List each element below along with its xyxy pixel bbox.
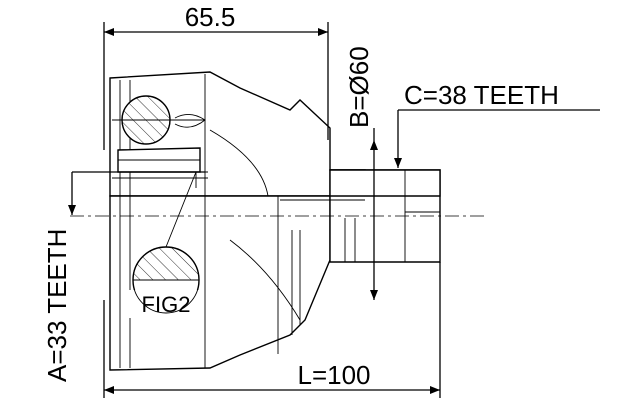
dimension-a-label: A=33 TEETH [42,229,72,382]
dimension-b-diameter: B=Ø60 [344,46,378,300]
dimension-l-label: L=100 [297,360,370,390]
dimension-c-teeth: C=38 TEETH [394,80,600,168]
ball-section [112,95,206,145]
dimension-65-5: 65.5 [103,2,329,150]
dimension-b-label: B=Ø60 [344,46,374,128]
dimension-l-length: L=100 [103,262,441,398]
dimension-a-teeth: A=33 TEETH [42,171,205,382]
dimension-c-label: C=38 TEETH [404,80,559,110]
dimension-65-5-label: 65.5 [185,2,236,32]
fig2-label: FIG2 [142,292,191,317]
